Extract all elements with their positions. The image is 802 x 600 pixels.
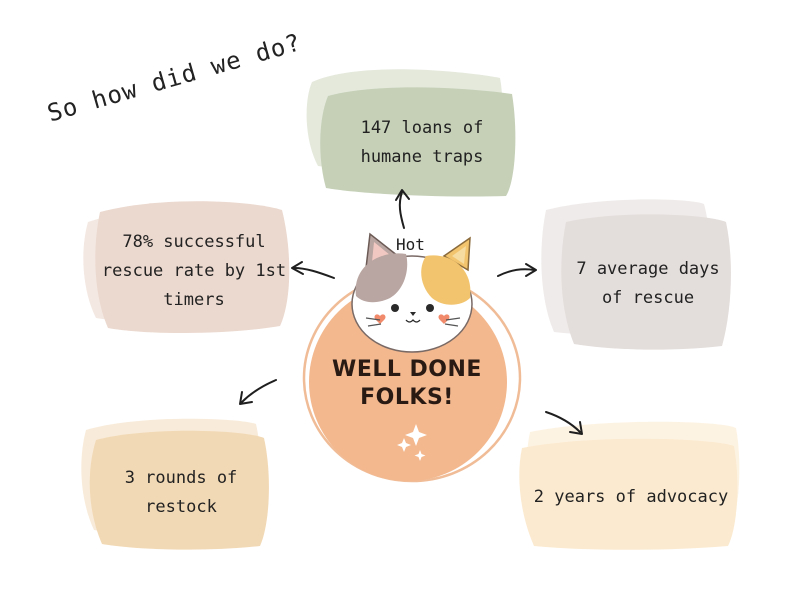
center-line-2: FOLKS!: [360, 385, 454, 410]
card-restock-line: restock: [145, 497, 217, 517]
card-days-text: 7 average days of rescue: [566, 222, 730, 346]
center-message: WELL DONE FOLKS!: [322, 356, 492, 412]
card-advocacy-line: 2 years of advocacy: [533, 486, 729, 507]
card-success-text: 78% successful rescue rate by 1st timers: [96, 212, 292, 330]
card-loans-text: 147 loans of humane traps: [330, 96, 514, 190]
card-loans: [306, 69, 516, 197]
card-advocacy-text: 2 years of advocacy: [522, 448, 740, 546]
cat-face-icon: [351, 232, 473, 353]
card-success-line: timers: [163, 289, 225, 310]
card-success-line: 78% successful: [122, 231, 266, 252]
card-loans-line: humane traps: [360, 147, 484, 167]
card-success: [83, 201, 290, 333]
card-advocacy: [519, 421, 740, 550]
card-days-line: 7 average days: [576, 259, 720, 279]
card-restock-text: 3 rounds of restock: [96, 440, 266, 546]
card-days: [541, 199, 731, 350]
sparkle-icon: [397, 424, 427, 461]
card-loans-line: 147 loans of: [360, 118, 484, 138]
card-success-line: rescue rate by 1st: [101, 260, 287, 281]
card-days-line: of rescue: [601, 288, 695, 308]
card-restock-line: 3 rounds of: [124, 468, 238, 488]
card-restock: [81, 418, 269, 550]
arrow-icon: [239, 189, 583, 435]
center-line-1: WELL DONE: [332, 357, 482, 382]
hot-label: Hot: [396, 235, 425, 254]
